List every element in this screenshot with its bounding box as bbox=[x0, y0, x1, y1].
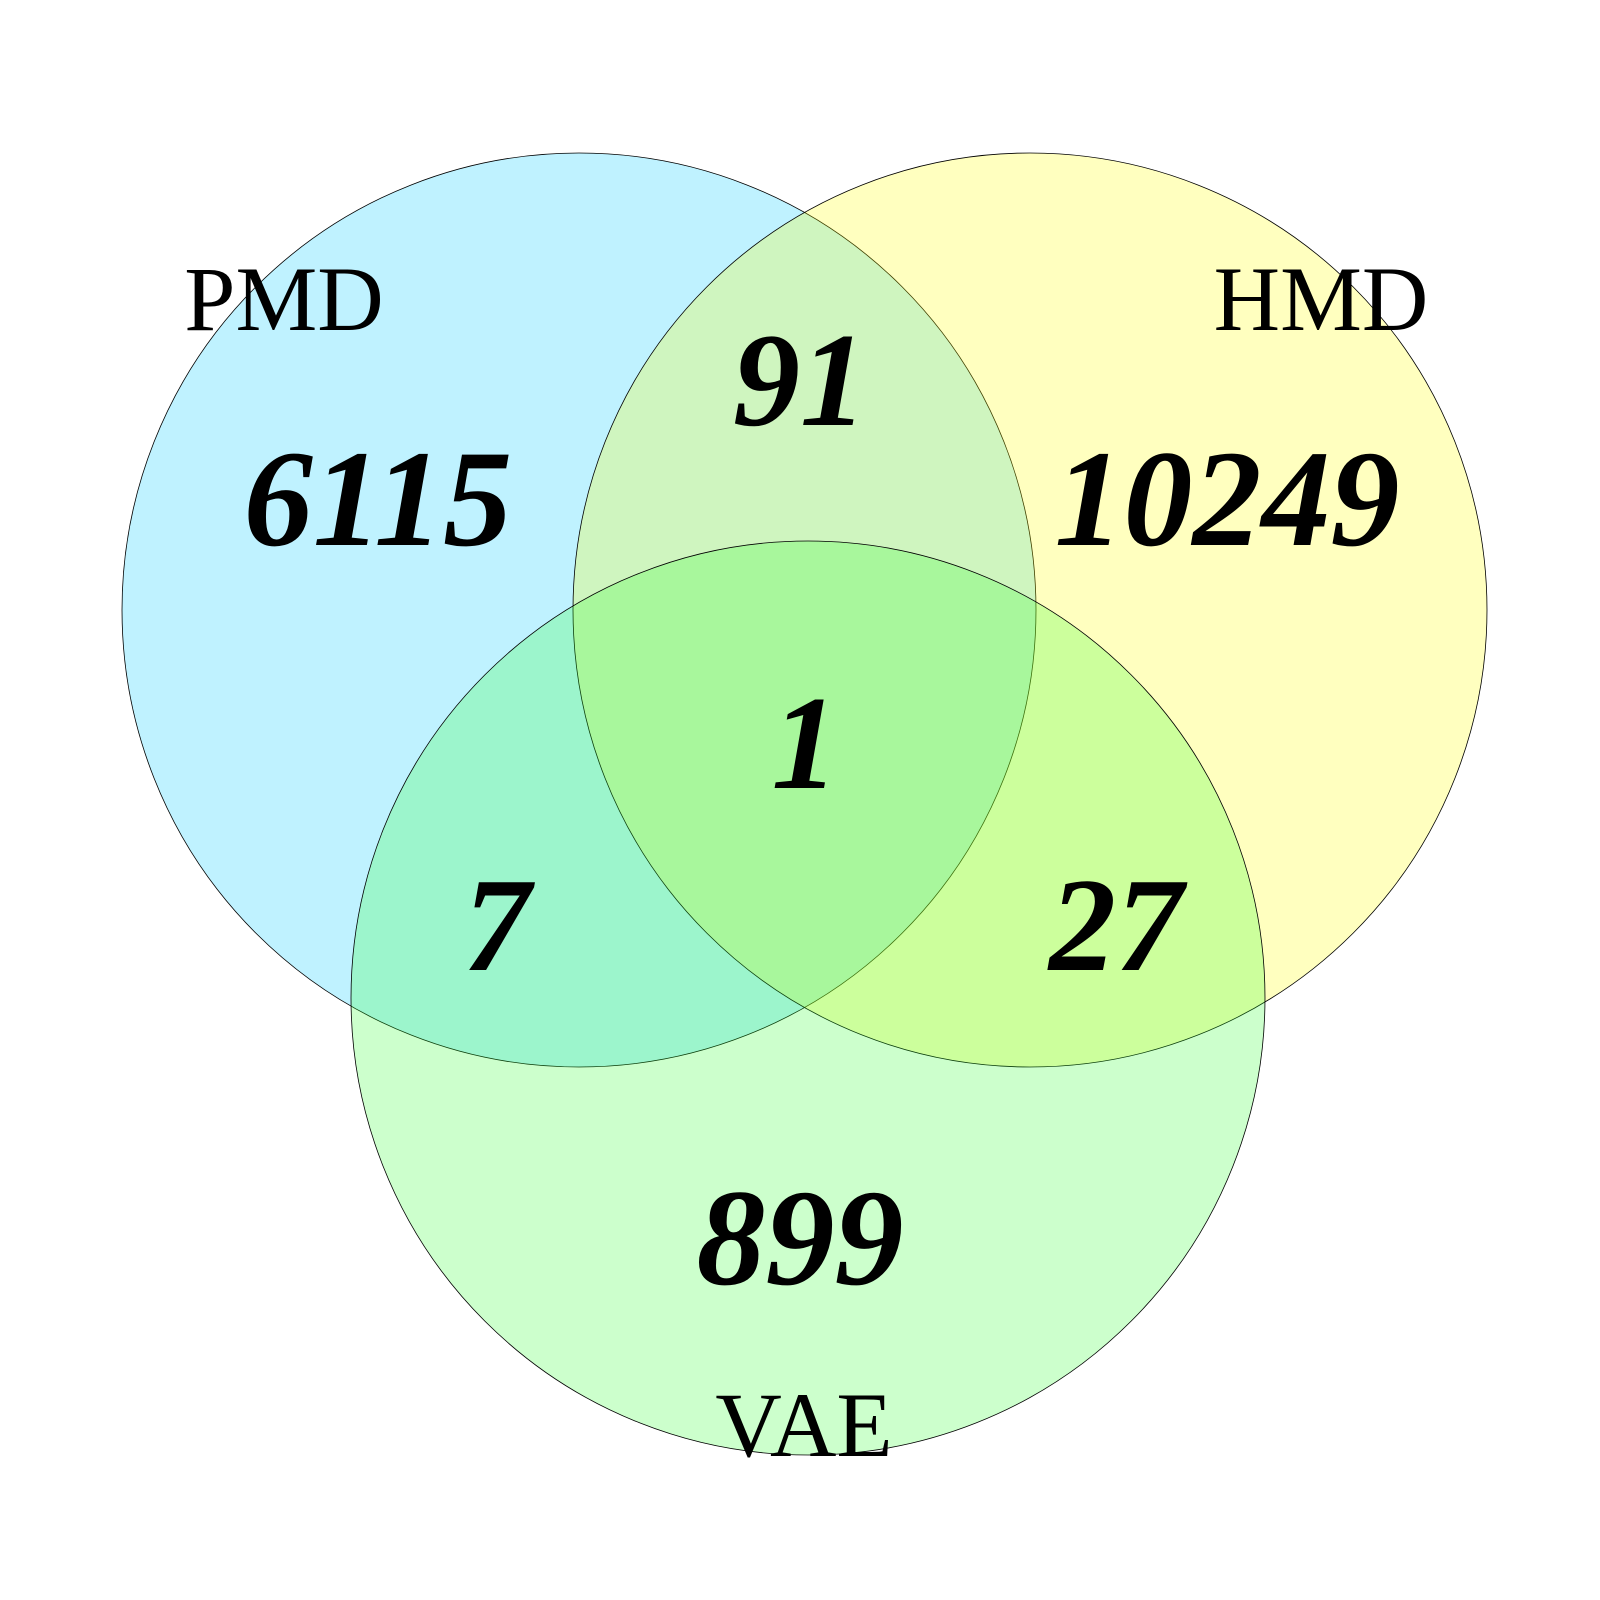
set-label-vae: VAE bbox=[715, 1374, 892, 1476]
count-all: 1 bbox=[772, 669, 839, 817]
count-hmd-vae: 27 bbox=[1047, 851, 1188, 999]
vae-circle bbox=[350, 540, 1266, 1456]
count-pmd-only: 6115 bbox=[244, 422, 512, 575]
count-pmd-vae: 7 bbox=[464, 851, 536, 999]
set-label-hmd: HMD bbox=[1214, 248, 1429, 350]
count-hmd-only: 10249 bbox=[1055, 422, 1400, 575]
count-vae-only: 899 bbox=[697, 1161, 904, 1314]
pmd-circle bbox=[121, 152, 1037, 1068]
set-label-pmd: PMD bbox=[184, 248, 383, 350]
count-pmd-hmd: 91 bbox=[733, 306, 867, 454]
hmd-circle bbox=[572, 152, 1488, 1068]
